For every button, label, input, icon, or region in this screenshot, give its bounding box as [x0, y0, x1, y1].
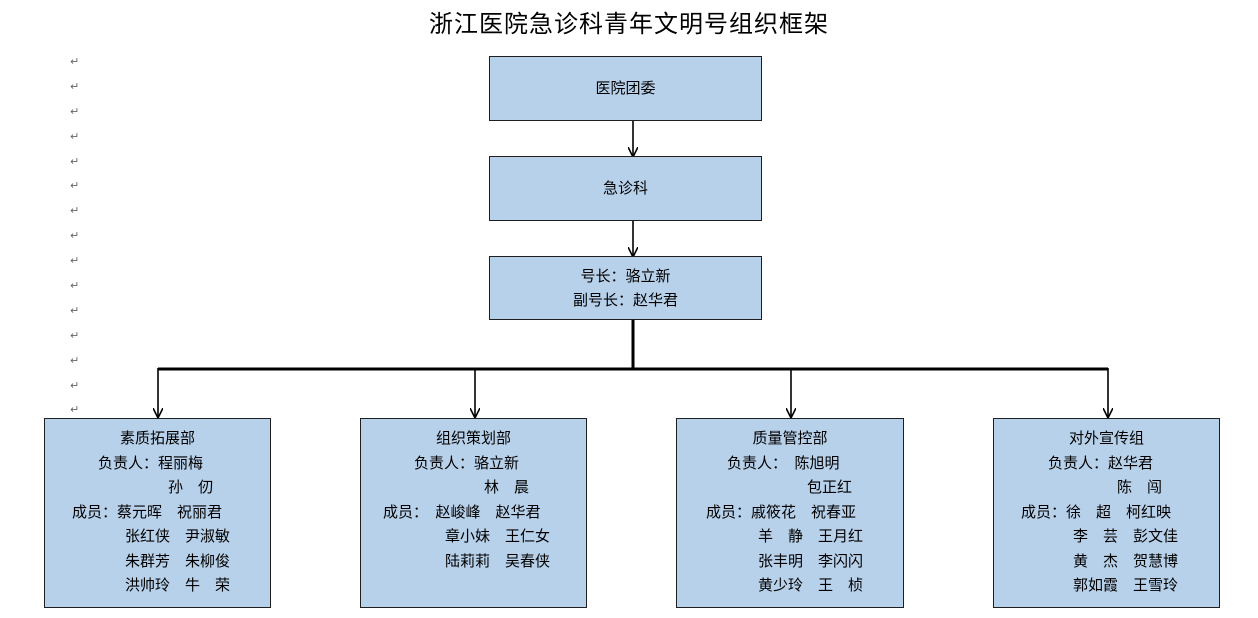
- dept-name: 对外宣传组: [1068, 429, 1144, 447]
- page-title: 浙江医院急诊科青年文明号组织框架: [429, 10, 829, 38]
- dept-members: 陆莉莉 吴春侠: [445, 551, 551, 570]
- dept-leader: 负责人：赵华君: [1048, 453, 1154, 472]
- paragraph-mark-icon: ↵: [70, 79, 80, 93]
- paragraph-mark-icon: ↵: [70, 179, 80, 193]
- dept-leader-2: 包正红: [807, 478, 853, 496]
- dept-leader: 负责人：骆立新: [414, 453, 520, 472]
- box-text: 医院团委: [595, 79, 656, 98]
- emergency-dept-box: 急诊科: [489, 156, 762, 221]
- dept-members: 李 芸 彭文佳: [1073, 527, 1179, 545]
- leader-line: 号长：骆立新: [580, 266, 671, 285]
- dept-members: 成员：蔡元晖 祝丽君: [72, 502, 223, 521]
- paragraph-mark-icon: ↵: [70, 403, 80, 417]
- dept-members: 成员：戚筱花 祝春亚: [706, 502, 857, 521]
- dept-members: 成员：徐 超 柯红映: [1021, 502, 1172, 521]
- dept-leader-2: 陈 闯: [1117, 478, 1163, 496]
- paragraph-mark-column: ↵ ↵ ↵ ↵ ↵ ↵ ↵ ↵ ↵ ↵ ↵ ↵ ↵ ↵ ↵: [70, 50, 82, 423]
- dept-members: 张丰明 李闪闪: [758, 551, 864, 570]
- paragraph-mark-icon: ↵: [70, 353, 80, 367]
- team-committee-box: 医院团委: [489, 56, 762, 121]
- paragraph-mark-icon: ↵: [70, 229, 80, 243]
- dept-leader: 负责人： 陈旭明: [727, 453, 840, 472]
- dept-members: 章小妹 王仁女: [445, 527, 551, 545]
- dept-members: 黄少玲 王 桢: [758, 576, 864, 594]
- paragraph-mark-icon: ↵: [70, 204, 80, 218]
- dept-name: 质量管控部: [752, 429, 828, 447]
- dept-box-organization-planning: 组织策划部 负责人：骆立新 林 晨 成员： 赵峻峰 赵华君 章小妹 王仁女 陆莉…: [360, 418, 587, 608]
- dept-members: 张红侠 尹淑敏: [125, 527, 231, 545]
- dept-members: 羊 静 王月红: [758, 527, 864, 545]
- dept-box-external-publicity: 对外宣传组 负责人：赵华君 陈 闯 成员：徐 超 柯红映 李 芸 彭文佳 黄 杰…: [993, 418, 1220, 608]
- dept-members: 成员： 赵峻峰 赵华君: [383, 502, 541, 521]
- dept-box-quality-control: 质量管控部 负责人： 陈旭明 包正红 成员：戚筱花 祝春亚 羊 静 王月红 张丰…: [676, 418, 904, 608]
- dept-members: 黄 杰 贺慧博: [1073, 551, 1179, 570]
- paragraph-mark-icon: ↵: [70, 279, 80, 293]
- dept-members: 洪帅玲 牛 荣: [125, 576, 231, 594]
- dept-leader-2: 林 晨: [484, 478, 530, 496]
- paragraph-mark-icon: ↵: [70, 104, 80, 118]
- leader-box: 号长：骆立新 副号长：赵华君: [489, 256, 762, 320]
- paragraph-mark-icon: ↵: [70, 303, 80, 317]
- paragraph-mark-icon: ↵: [70, 55, 80, 68]
- dept-leader-2: 孙 仞: [168, 478, 214, 496]
- paragraph-mark-icon: ↵: [70, 328, 80, 342]
- dept-leader: 负责人：程丽梅: [98, 453, 204, 472]
- paragraph-mark-icon: ↵: [70, 129, 80, 143]
- box-text: 急诊科: [602, 179, 648, 198]
- dept-box-quality-expansion: 素质拓展部 负责人：程丽梅 孙 仞 成员：蔡元晖 祝丽君 张红侠 尹淑敏 朱群芳…: [44, 418, 271, 608]
- dept-name: 组织策划部: [435, 429, 511, 447]
- dept-name: 素质拓展部: [119, 429, 195, 447]
- dept-members: 郭如霞 王雪玲: [1073, 576, 1179, 594]
- paragraph-mark-icon: ↵: [70, 154, 80, 168]
- dept-members: 朱群芳 朱柳俊: [125, 551, 231, 570]
- paragraph-mark-icon: ↵: [70, 378, 80, 392]
- paragraph-mark-icon: ↵: [70, 254, 80, 268]
- deputy-leader-line: 副号长：赵华君: [572, 291, 678, 309]
